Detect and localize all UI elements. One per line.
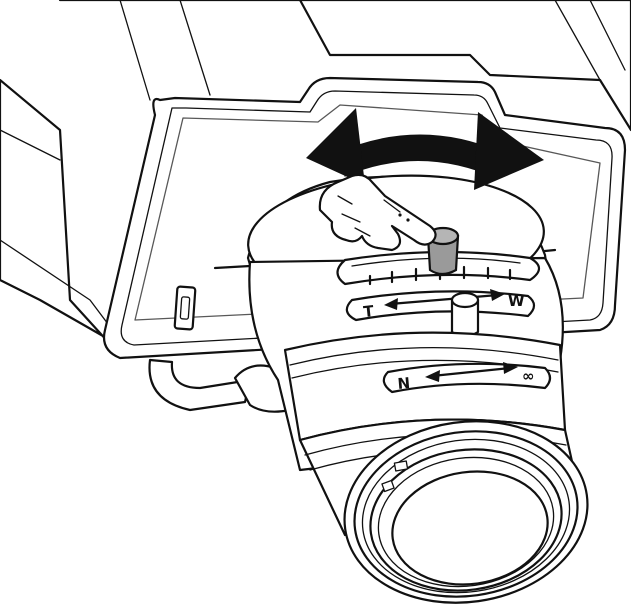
housing-left-side — [0, 78, 122, 357]
lens-front-ring-5 — [377, 456, 555, 588]
zoom-band-arrow-line — [388, 293, 500, 306]
lens-front-ring-2 — [353, 430, 579, 598]
housing-front-bevel — [120, 90, 613, 346]
housing-crease-1 — [119, 0, 151, 101]
hand-finger-line-1 — [337, 195, 353, 205]
housing-side-slot-inner — [179, 296, 191, 320]
zoom-wide-mark: W — [508, 292, 525, 310]
hand-dot-2 — [398, 213, 402, 217]
lens-notch-2 — [381, 479, 395, 493]
panel-tick-left — [213, 264, 252, 270]
housing-crease-4 — [589, 0, 626, 71]
hand-finger-crease — [383, 199, 401, 213]
housing-side-slot — [173, 285, 197, 331]
lens-glass — [391, 470, 549, 586]
lens-front-ring-4 — [369, 448, 563, 592]
lens-assembly: T W N ∞ — [246, 174, 589, 604]
focus-band-arrow-left — [425, 370, 440, 382]
lens-notch-1 — [393, 460, 409, 472]
focus-ring-edge-1 — [289, 347, 559, 366]
hand-dot-1 — [406, 218, 410, 222]
zoom-band-arrow-left — [384, 298, 398, 310]
housing-crease-2 — [179, 0, 211, 96]
focus-near-mark: N — [397, 374, 411, 393]
housing-top — [58, 0, 631, 132]
housing-crease-3 — [554, 0, 601, 81]
zoom-band-arrow-right — [490, 289, 505, 301]
focus-lever-icon — [450, 291, 480, 338]
hand-outline — [318, 173, 437, 252]
hand-finger-line-3 — [354, 227, 371, 237]
cable — [148, 358, 252, 412]
lens-front-ring-3 — [361, 438, 571, 594]
zoom-tele-mark: T — [363, 302, 376, 321]
zoom-tw-band — [345, 290, 536, 322]
pointing-hand-icon — [318, 173, 437, 252]
focus-far-mark: ∞ — [522, 367, 535, 385]
zoom-lever-icon — [426, 226, 460, 276]
focus-band-arrow-line — [430, 366, 512, 378]
rotation-arrow-icon — [306, 108, 544, 190]
hand-finger-line-2 — [341, 213, 361, 223]
focus-band-arrow-right — [503, 362, 518, 374]
housing-edge-line — [0, 129, 61, 161]
